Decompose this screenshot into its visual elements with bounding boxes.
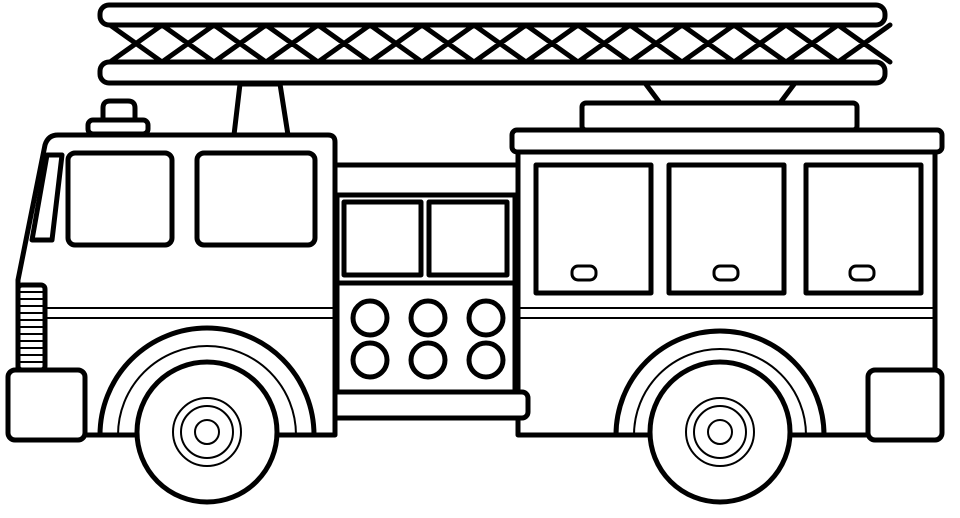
middle-section <box>322 162 531 421</box>
compartment-door <box>533 162 654 296</box>
rear-body-top <box>509 127 945 155</box>
valve <box>350 298 390 338</box>
valve <box>466 298 506 338</box>
rear-bumper <box>865 367 945 443</box>
ladder-top-rail <box>97 2 888 28</box>
ladder-base <box>642 80 798 106</box>
door-handle <box>570 264 598 282</box>
door-handle <box>848 264 876 282</box>
light-bar <box>231 81 291 138</box>
front-bumper <box>5 367 88 443</box>
rear-body <box>509 127 945 438</box>
middle-window <box>341 199 424 278</box>
beacon-light <box>100 98 138 123</box>
front-window <box>29 152 65 243</box>
rear-wheel <box>613 328 827 505</box>
compartment-door <box>666 162 787 296</box>
middle-top <box>332 162 521 198</box>
cab-window <box>194 150 318 248</box>
ladder-bottom-rail <box>97 59 888 86</box>
step-bar <box>322 389 531 421</box>
middle-window <box>426 199 510 278</box>
valve <box>408 340 448 380</box>
top-box <box>579 100 860 133</box>
ladder <box>97 2 893 86</box>
valve <box>466 340 506 380</box>
cab-window <box>65 150 175 248</box>
compartment-door <box>803 162 924 296</box>
beacon-base <box>85 117 151 137</box>
valve <box>350 340 390 380</box>
door-handle <box>712 264 740 282</box>
valve <box>408 298 448 338</box>
front-wheel <box>97 325 317 505</box>
